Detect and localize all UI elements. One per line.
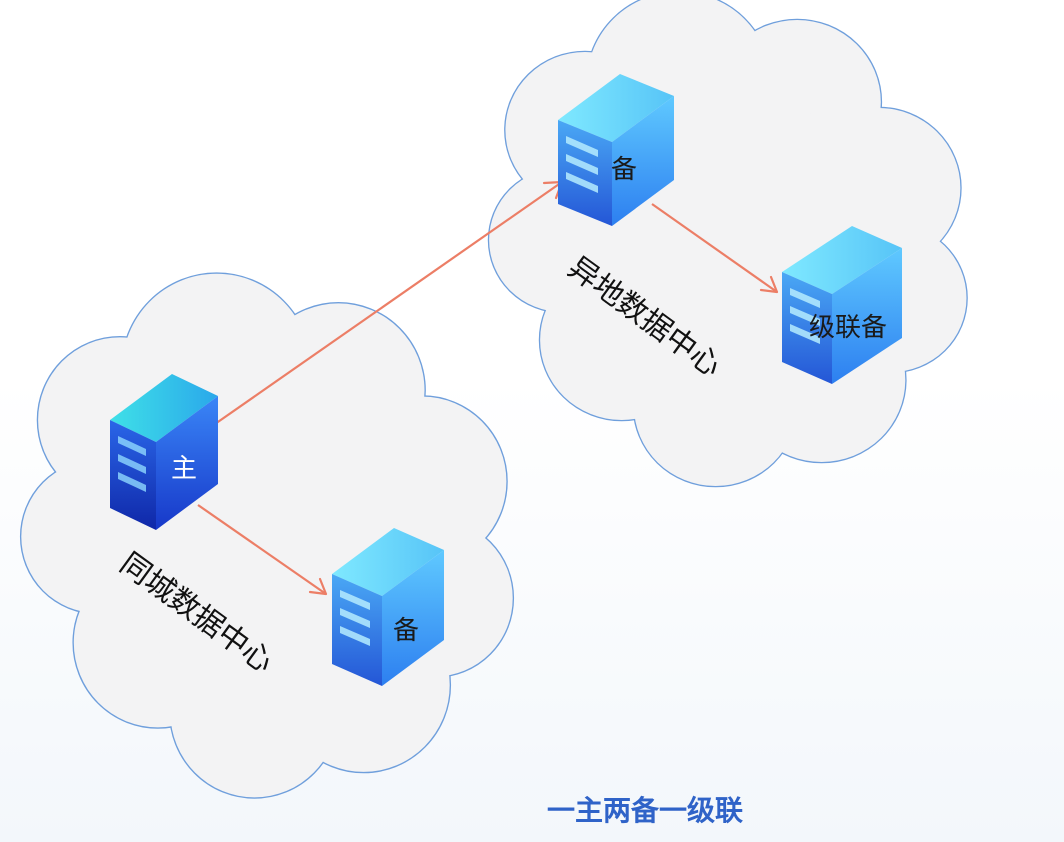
- diagram-caption: 一主两备一级联: [547, 794, 743, 827]
- server-standby-remote: 备: [558, 74, 674, 226]
- edge-remote-standby-to-cascade: [651, 203, 779, 294]
- server-cascade-standby: 级联备: [782, 226, 902, 384]
- server-standby-local-label: 备: [393, 616, 419, 646]
- server-cascade-standby-label: 级联备: [809, 313, 887, 343]
- cloud-remote-datacenter: [487, 0, 968, 488]
- cloud-local-datacenter: [19, 272, 515, 799]
- server-primary: 主: [110, 374, 218, 530]
- server-standby-remote-label: 备: [611, 155, 637, 185]
- server-standby-local: 备: [332, 528, 444, 686]
- edge-primary-to-local-standby: [197, 504, 328, 596]
- server-primary-label: 主: [171, 454, 197, 484]
